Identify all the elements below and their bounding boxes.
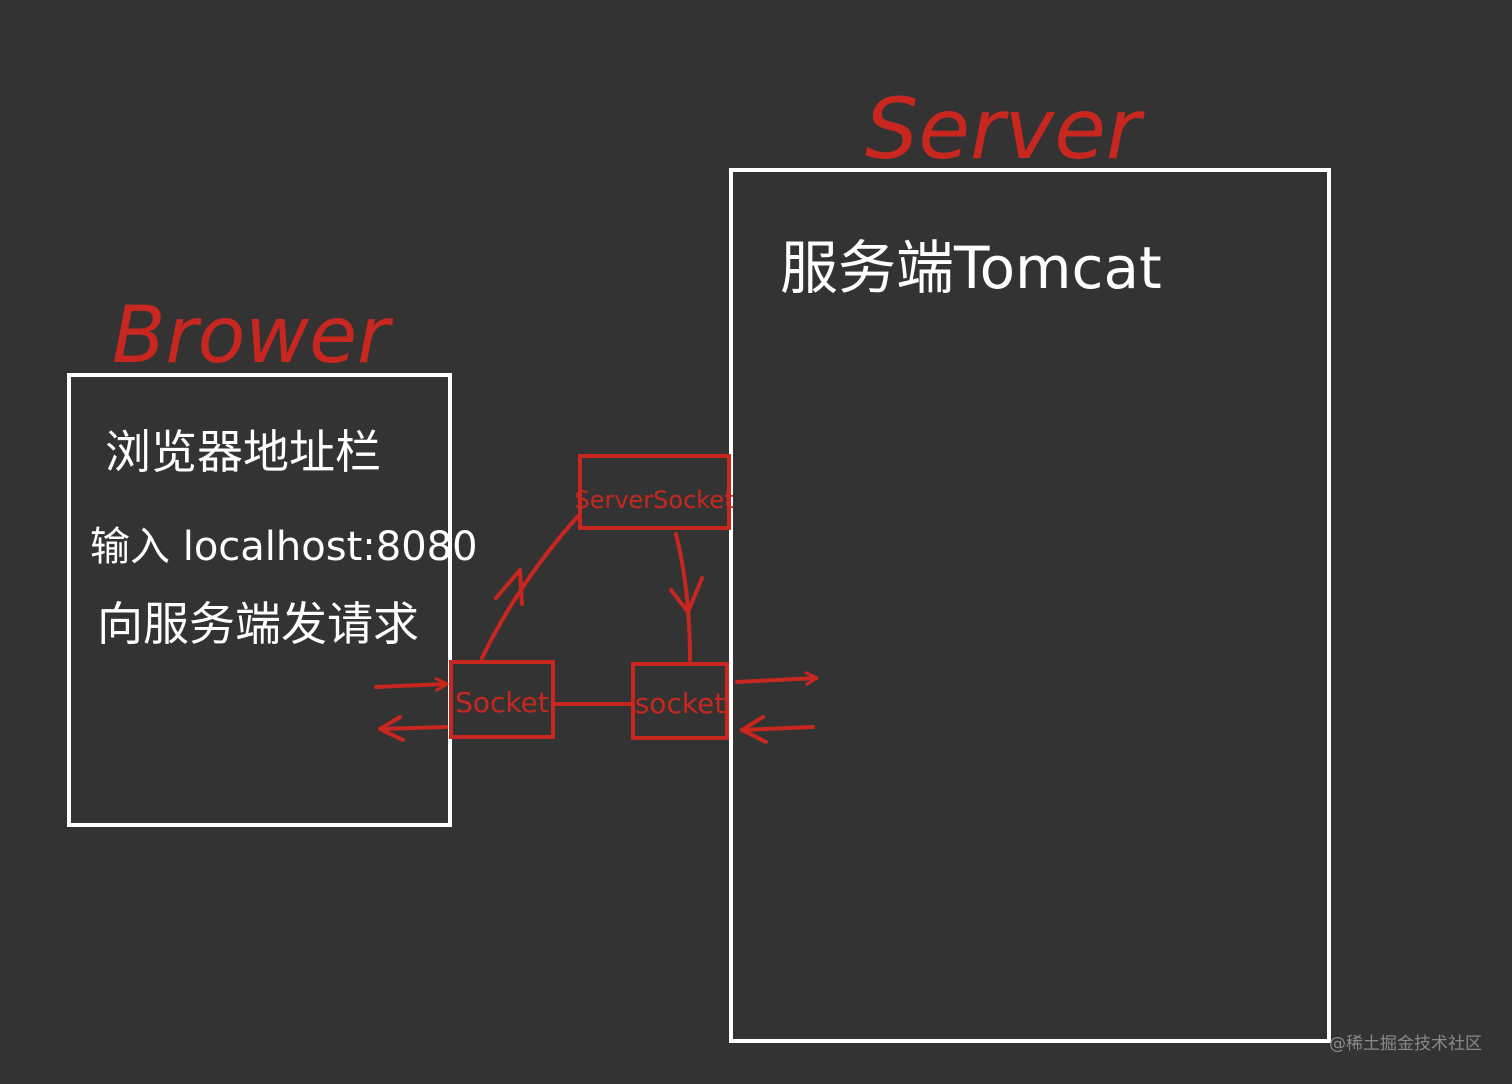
server-side-socket-node: [631, 662, 729, 740]
server-to-socket-arrowhead: [740, 715, 768, 744]
accept-arrowhead: [669, 576, 704, 614]
browser-line-1: 浏览器地址栏: [105, 425, 381, 479]
server-to-socket-line: [740, 725, 815, 732]
client-socket-label: Socket: [455, 686, 549, 719]
server-socket-label: ServerSocket: [574, 486, 733, 514]
server-socket-node: [578, 454, 731, 530]
server-side-socket-label: socket: [635, 687, 726, 720]
client-socket-node: [449, 660, 555, 739]
browser-line-3: 向服务端发请求: [97, 597, 419, 651]
socket-to-browser-arrowhead: [378, 715, 405, 742]
watermark-text: @稀土掘金技术社区: [1329, 1034, 1482, 1054]
browser-box: [67, 373, 452, 827]
browser-to-socket-arrow: [374, 684, 446, 687]
browser-title: Brower: [112, 291, 394, 381]
server-title: Server: [865, 80, 1145, 178]
socket-to-server-arrow: [735, 678, 816, 682]
browser-line-2: 输入 localhost:8080: [90, 524, 478, 570]
connect-arrowhead: [494, 568, 524, 606]
server-box: [729, 168, 1331, 1043]
connect-line: [480, 512, 582, 660]
socket-to-browser-line: [378, 725, 448, 731]
accept-line: [674, 532, 692, 662]
server-label: 服务端Tomcat: [780, 234, 1162, 302]
